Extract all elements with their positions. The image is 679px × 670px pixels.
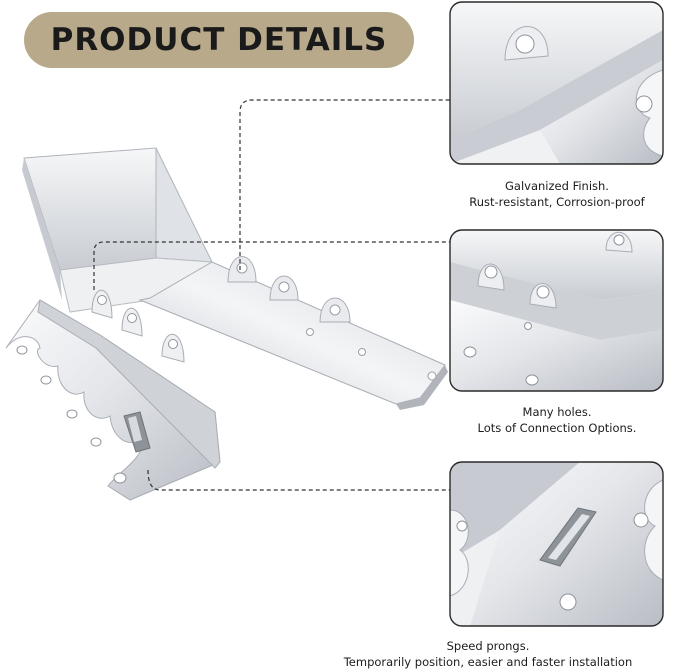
leader-line-prongs (147, 469, 450, 491)
leader-line-holes (93, 241, 450, 290)
detail-frame-prongs (449, 461, 664, 627)
leader-lines (93, 99, 450, 491)
caption-prongs-line1: Speed prongs. (446, 639, 530, 653)
joist-hanger-main (5, 147, 448, 501)
detail-frame-finish (449, 1, 664, 165)
caption-finish: Galvanized Finish. Rust-resistant, Corro… (444, 178, 670, 210)
caption-finish-line1: Galvanized Finish. (505, 179, 609, 193)
detail-frame-holes (449, 229, 664, 392)
leader-line-finish (239, 99, 450, 270)
banner-title: PRODUCT DETAILS (50, 22, 388, 58)
caption-holes-line1: Many holes. (522, 405, 592, 419)
banner-background (24, 12, 414, 68)
caption-prongs-line2: Temporarily position, easier and faster … (343, 655, 633, 669)
caption-holes-line2: Lots of Connection Options. (477, 421, 637, 435)
caption-holes: Many holes. Lots of Connection Options. (444, 404, 670, 436)
caption-finish-line2: Rust-resistant, Corrosion-proof (469, 195, 645, 209)
caption-prongs: Speed prongs. Temporarily position, easi… (300, 638, 676, 670)
